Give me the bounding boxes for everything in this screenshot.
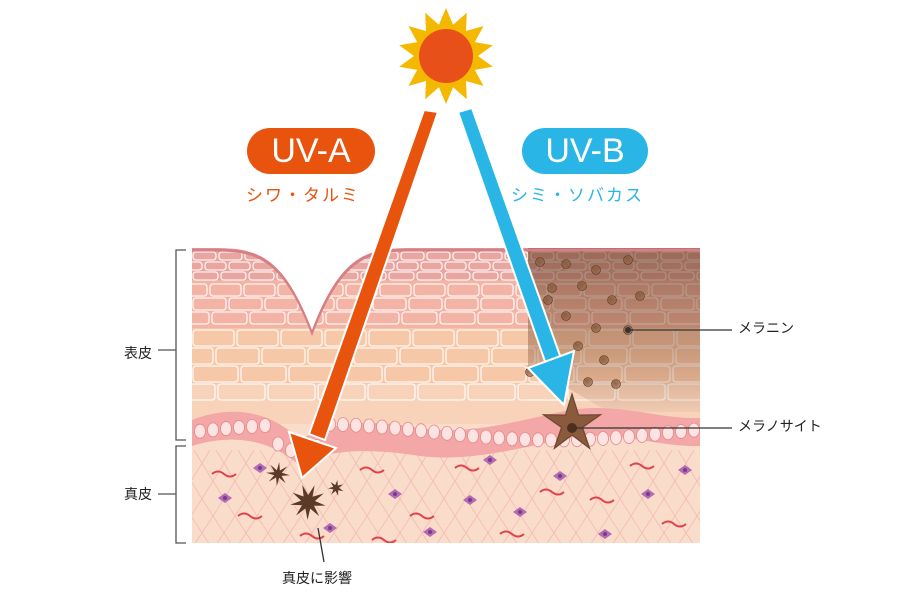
layer-brackets bbox=[158, 249, 186, 544]
melanocyte-icon bbox=[541, 391, 603, 450]
skin-cross-section bbox=[192, 248, 700, 543]
epidermis-label: 表皮 bbox=[124, 346, 152, 362]
uva-badge: UV-A bbox=[247, 128, 375, 174]
uva-effect-label: シワ・タルミ bbox=[246, 186, 360, 206]
melanocyte-label: メラノサイト bbox=[738, 419, 822, 435]
dermis-label: 真皮 bbox=[124, 487, 152, 503]
leader-lines bbox=[317, 329, 732, 563]
uvb-arrow bbox=[456, 106, 576, 408]
melanin-label: メラニン bbox=[738, 321, 794, 337]
uvb-effect-label: シミ・ソバカス bbox=[511, 186, 644, 206]
uvb-badge: UV-B bbox=[522, 128, 648, 174]
damage-spark-icon bbox=[266, 462, 344, 520]
dermis-effect-label: 真皮に影響 bbox=[282, 571, 352, 587]
uva-arrow bbox=[287, 108, 440, 480]
sun-icon bbox=[399, 8, 493, 104]
